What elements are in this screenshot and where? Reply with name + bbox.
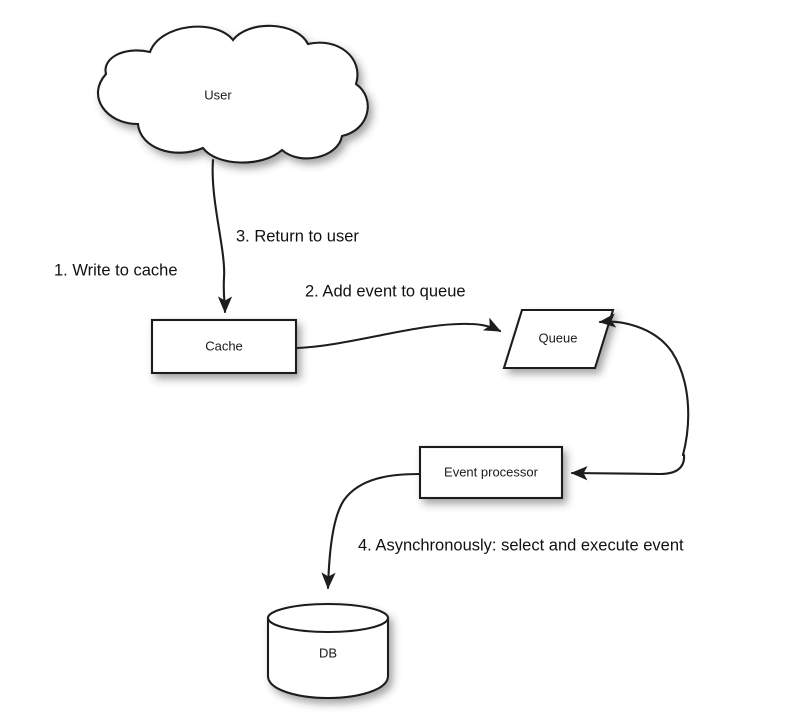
step-label-2: 2. Add event to queue [305,282,466,300]
step-label-4: 4. Asynchronously: select and execute ev… [358,536,684,554]
node-queue[interactable]: Queue [502,308,615,370]
edge-user-to-cache[interactable] [211,158,233,314]
node-queue-label: Queue [538,330,577,345]
edge-event-processor-to-queue[interactable] [598,313,690,457]
edge-queue-to-event-processor[interactable] [570,453,686,481]
node-event-processor-label: Event processor [444,464,539,479]
node-db-label: DB [319,645,337,660]
node-cache[interactable]: Cache [150,318,298,375]
step-label-1: 1. Write to cache [54,261,178,279]
node-db[interactable]: DB [266,602,390,700]
node-user[interactable]: User [96,24,369,164]
node-event-processor[interactable]: Event processor [418,445,564,500]
node-user-label: User [204,87,232,102]
edge-cache-to-queue[interactable] [295,317,502,350]
node-cache-label: Cache [205,338,243,353]
edge-event-processor-to-db[interactable] [321,472,421,590]
step-label-3: 3. Return to user [236,227,359,245]
